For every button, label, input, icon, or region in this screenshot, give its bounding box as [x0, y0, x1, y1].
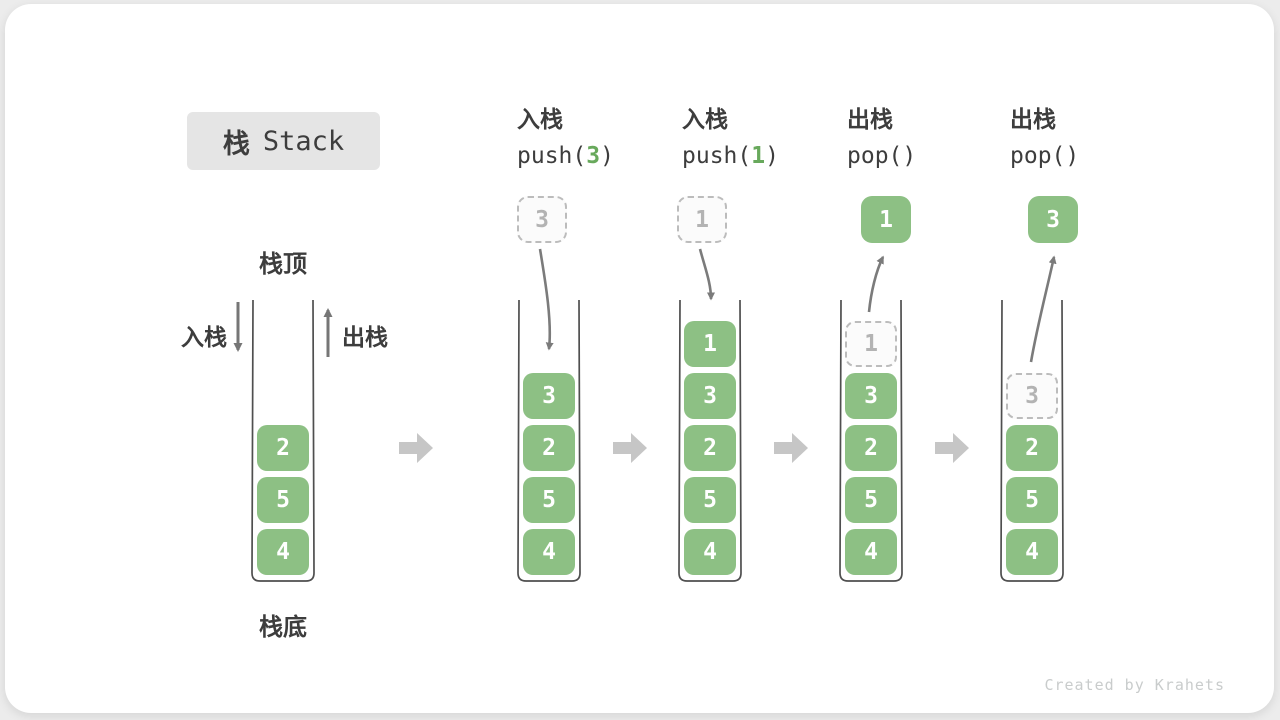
stack-cell: 2 [684, 425, 736, 471]
stack-top-label: 栈顶 [259, 251, 307, 278]
operation-label: 出栈 [1010, 106, 1056, 132]
stack-cell: 3 [845, 373, 897, 419]
popped-value-box: 3 [1028, 196, 1078, 243]
popped-value-box: 1 [861, 196, 911, 243]
operation-label: 入栈 [517, 106, 563, 132]
stack-cell-ghost: 1 [845, 321, 897, 367]
incoming-value-box: 1 [677, 196, 727, 243]
push-arg-value: 1 [751, 143, 766, 169]
operation-header-push-1: 入栈 push(1) [682, 104, 842, 171]
title-box: 栈 Stack [187, 112, 380, 170]
title-chinese: 栈 [222, 128, 250, 159]
incoming-value-box: 3 [517, 196, 567, 243]
stack-cell: 5 [684, 477, 736, 523]
stack-cell: 2 [257, 425, 309, 471]
push-side-label: 入栈 [181, 324, 227, 350]
operation-header-pop-first: 出栈 pop() [847, 104, 1007, 171]
stack-cell: 4 [1006, 529, 1058, 575]
stack-cell: 2 [523, 425, 575, 471]
stack-cell: 4 [257, 529, 309, 575]
stack-cell: 2 [845, 425, 897, 471]
stack-cell: 2 [1006, 425, 1058, 471]
stack-cell-ghost: 3 [1006, 373, 1058, 419]
watermark: Created by Krahets [1044, 676, 1225, 694]
operation-code: pop() [1010, 143, 1080, 169]
stack-cell: 4 [523, 529, 575, 575]
operation-label: 入栈 [682, 106, 728, 132]
operation-code: push(3) [517, 143, 614, 169]
pop-side-label: 出栈 [342, 324, 388, 350]
stack-cell: 4 [845, 529, 897, 575]
operation-code: push(1) [682, 143, 779, 169]
operation-code: pop() [847, 143, 917, 169]
stack-cell: 3 [684, 373, 736, 419]
title-english: Stack [262, 125, 345, 157]
stack-cell: 1 [684, 321, 736, 367]
stack-cell: 5 [1006, 477, 1058, 523]
stack-bottom-label: 栈底 [259, 614, 307, 641]
stack-cell: 5 [523, 477, 575, 523]
operation-header-push-3: 入栈 push(3) [517, 104, 677, 171]
operation-header-pop-second: 出栈 pop() [1010, 104, 1170, 171]
stack-cell: 3 [523, 373, 575, 419]
stack-cell: 5 [845, 477, 897, 523]
push-arg-value: 3 [586, 143, 601, 169]
stack-cell: 5 [257, 477, 309, 523]
operation-label: 出栈 [847, 106, 893, 132]
stack-cell: 4 [684, 529, 736, 575]
